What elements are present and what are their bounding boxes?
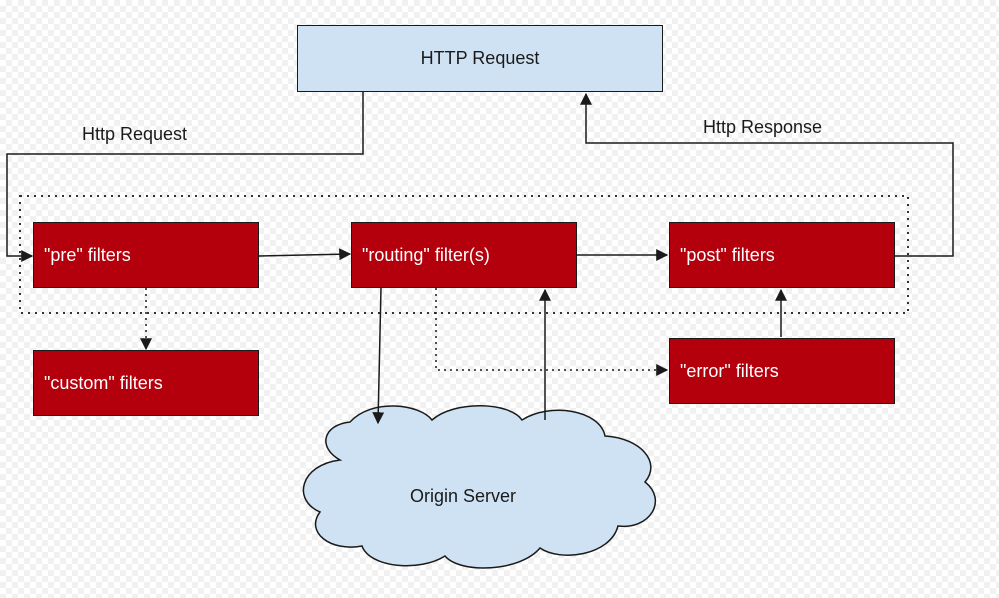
http-request-node: HTTP Request — [297, 25, 663, 92]
custom-filters-node: "custom" filters — [33, 350, 259, 416]
post-filters-node: "post" filters — [669, 222, 895, 288]
custom-filters-label: "custom" filters — [44, 372, 163, 393]
routing-filters-node: "routing" filter(s) — [351, 222, 577, 288]
pre-to-routing-arrow — [258, 248, 352, 261]
http-request-node-label: HTTP Request — [420, 48, 540, 68]
response-flow-line — [580, 92, 954, 257]
http-response-edge-label: Http Response — [703, 117, 823, 137]
routing-to-origin-arrow — [372, 287, 385, 425]
pre-filters-node: "pre" filters — [33, 222, 259, 288]
request-flow-line — [6, 92, 364, 262]
origin-server-label: Origin Server — [410, 486, 517, 506]
http-request-edge-label: Http Request — [82, 124, 188, 144]
error-filters-node: "error" filters — [669, 338, 895, 404]
routing-to-error-arrow — [435, 288, 669, 376]
routing-filters-label: "routing" filter(s) — [362, 244, 490, 265]
filter-chain-boundary — [19, 195, 909, 314]
pre-filters-label: "pre" filters — [44, 244, 131, 265]
post-filters-label: "post" filters — [680, 244, 775, 265]
origin-server-cloud — [302, 405, 657, 569]
error-filters-label: "error" filters — [680, 360, 779, 381]
